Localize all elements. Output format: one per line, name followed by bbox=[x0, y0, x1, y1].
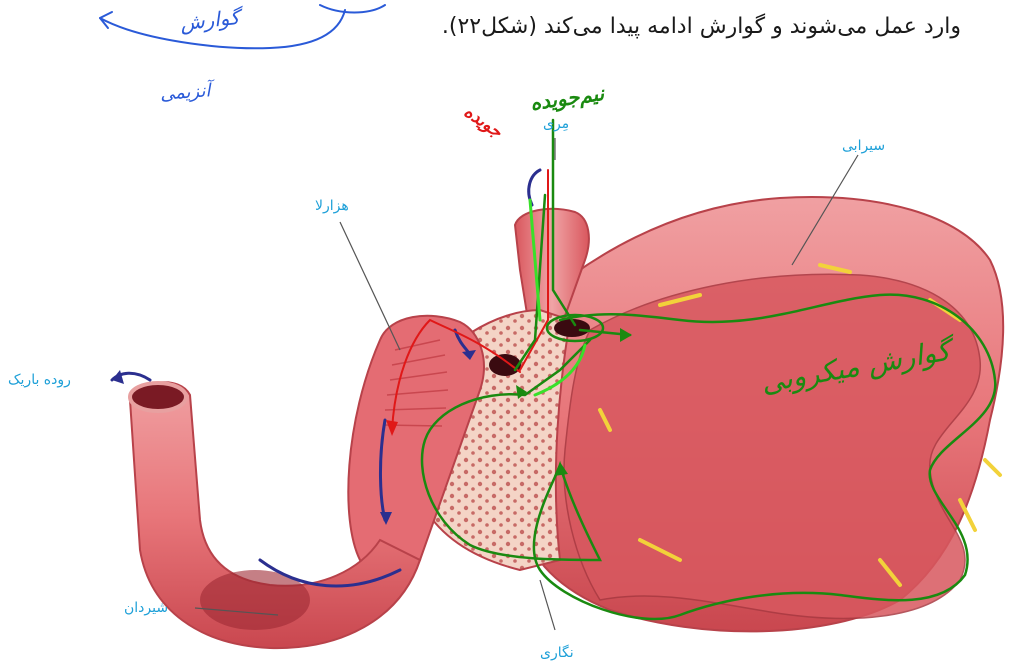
label-omasum: هزارلا bbox=[315, 198, 349, 214]
label-abomasum: شیردان bbox=[124, 600, 168, 616]
small-intestine-opening bbox=[130, 383, 186, 411]
label-esophagus: مِری bbox=[543, 116, 569, 132]
blue-handwriting-curve bbox=[100, 5, 385, 48]
header-text: وارد عمل می‌شوند و گوارش ادامه پیدا می‌ک… bbox=[442, 14, 961, 39]
label-reticulum: نگاری bbox=[540, 645, 574, 661]
label-small-intestine: روده باریک bbox=[8, 372, 71, 388]
rumen-cavity bbox=[564, 274, 980, 618]
label-fundus: سیرابی bbox=[842, 138, 885, 154]
reticulo-omasal-orifice bbox=[489, 354, 521, 376]
annotation-blue-bottom: آنزیمی bbox=[159, 80, 211, 104]
